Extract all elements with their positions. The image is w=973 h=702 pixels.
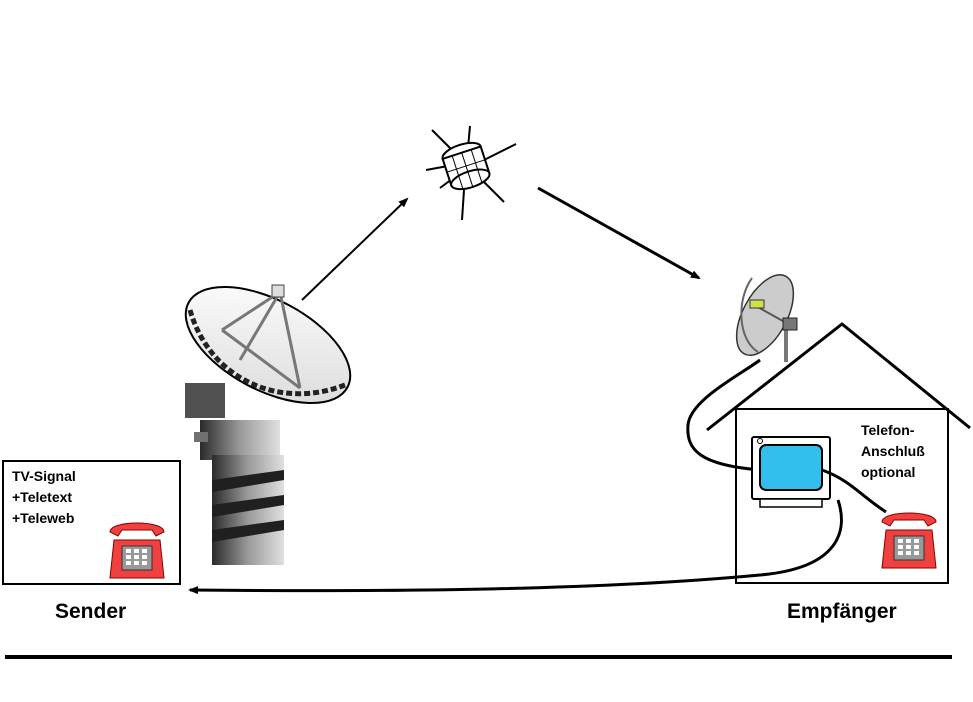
sender-box-line: +Teleweb: [12, 510, 75, 526]
satellite-icon: [425, 125, 517, 221]
sender-box-line: TV-Signal: [12, 468, 76, 484]
receiver-house: [706, 322, 971, 584]
receiver-phone-icon: [881, 512, 937, 569]
phone-connection-line: optional: [861, 464, 916, 480]
receiver-label: Empfänger: [787, 600, 897, 623]
sender-box-line: +Teletext: [12, 489, 73, 505]
phone-connection-line: Telefon-: [861, 422, 915, 438]
downlink-arrow: [537, 186, 701, 280]
dish-cable: [686, 358, 761, 472]
phone-connection-text: Telefon- Anschluß optional: [861, 420, 925, 483]
return-channel-arrow: [188, 499, 843, 595]
uplink-arrow: [301, 197, 409, 301]
ground-station-icon: [184, 284, 352, 565]
receiver-dish-icon: [735, 274, 798, 362]
phone-cable: [821, 468, 887, 514]
sender-box: [2, 460, 181, 585]
phone-connection-line: Anschluß: [861, 443, 925, 459]
sender-label: Sender: [55, 600, 127, 623]
sender-phone-icon: [109, 522, 165, 579]
sender-box-text: TV-Signal +Teletext +Teleweb: [12, 466, 76, 529]
tv-icon: [751, 436, 831, 508]
